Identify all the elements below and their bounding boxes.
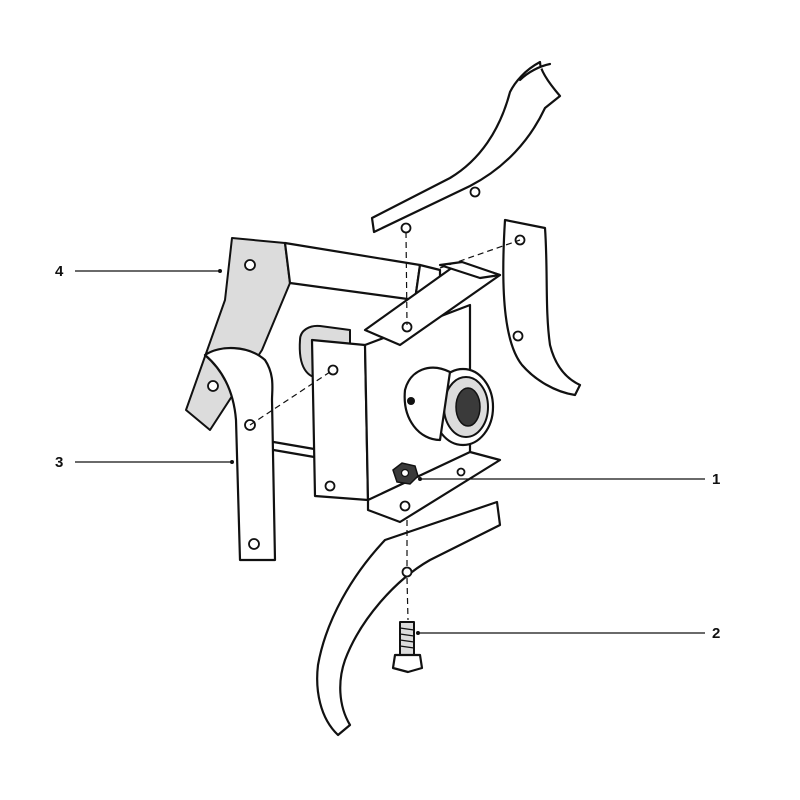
tine-top [370, 60, 562, 234]
tine-bottom [316, 500, 502, 737]
box-housing [260, 241, 502, 524]
flange-hole-top [244, 259, 256, 271]
callout-1: 1 [712, 471, 720, 488]
bearing-bore [455, 387, 481, 427]
callouts: 4 3 1 2 [55, 263, 720, 642]
tine-left [203, 346, 277, 562]
tine-right-hole-b [512, 330, 524, 342]
plate-hole-top [327, 364, 339, 376]
flange-bottom-hole-b [456, 467, 466, 477]
callout-2: 2 [712, 625, 720, 642]
flange-hole-bottom [207, 380, 219, 392]
leader-lines [75, 269, 705, 635]
bolt [391, 621, 424, 674]
tine-right [502, 218, 582, 397]
callout-3: 3 [55, 454, 63, 471]
tine-top-hole-b [469, 186, 481, 198]
tine-left-hole-b [248, 538, 260, 550]
tine-top-hole-a [400, 222, 412, 234]
grease-hole [407, 397, 415, 405]
callout-4: 4 [55, 263, 64, 280]
assembly-lines [249, 231, 521, 621]
flange-bottom-hole [399, 500, 411, 512]
plate-hole-bottom [324, 480, 336, 492]
tine-bottom-hole [401, 566, 413, 578]
